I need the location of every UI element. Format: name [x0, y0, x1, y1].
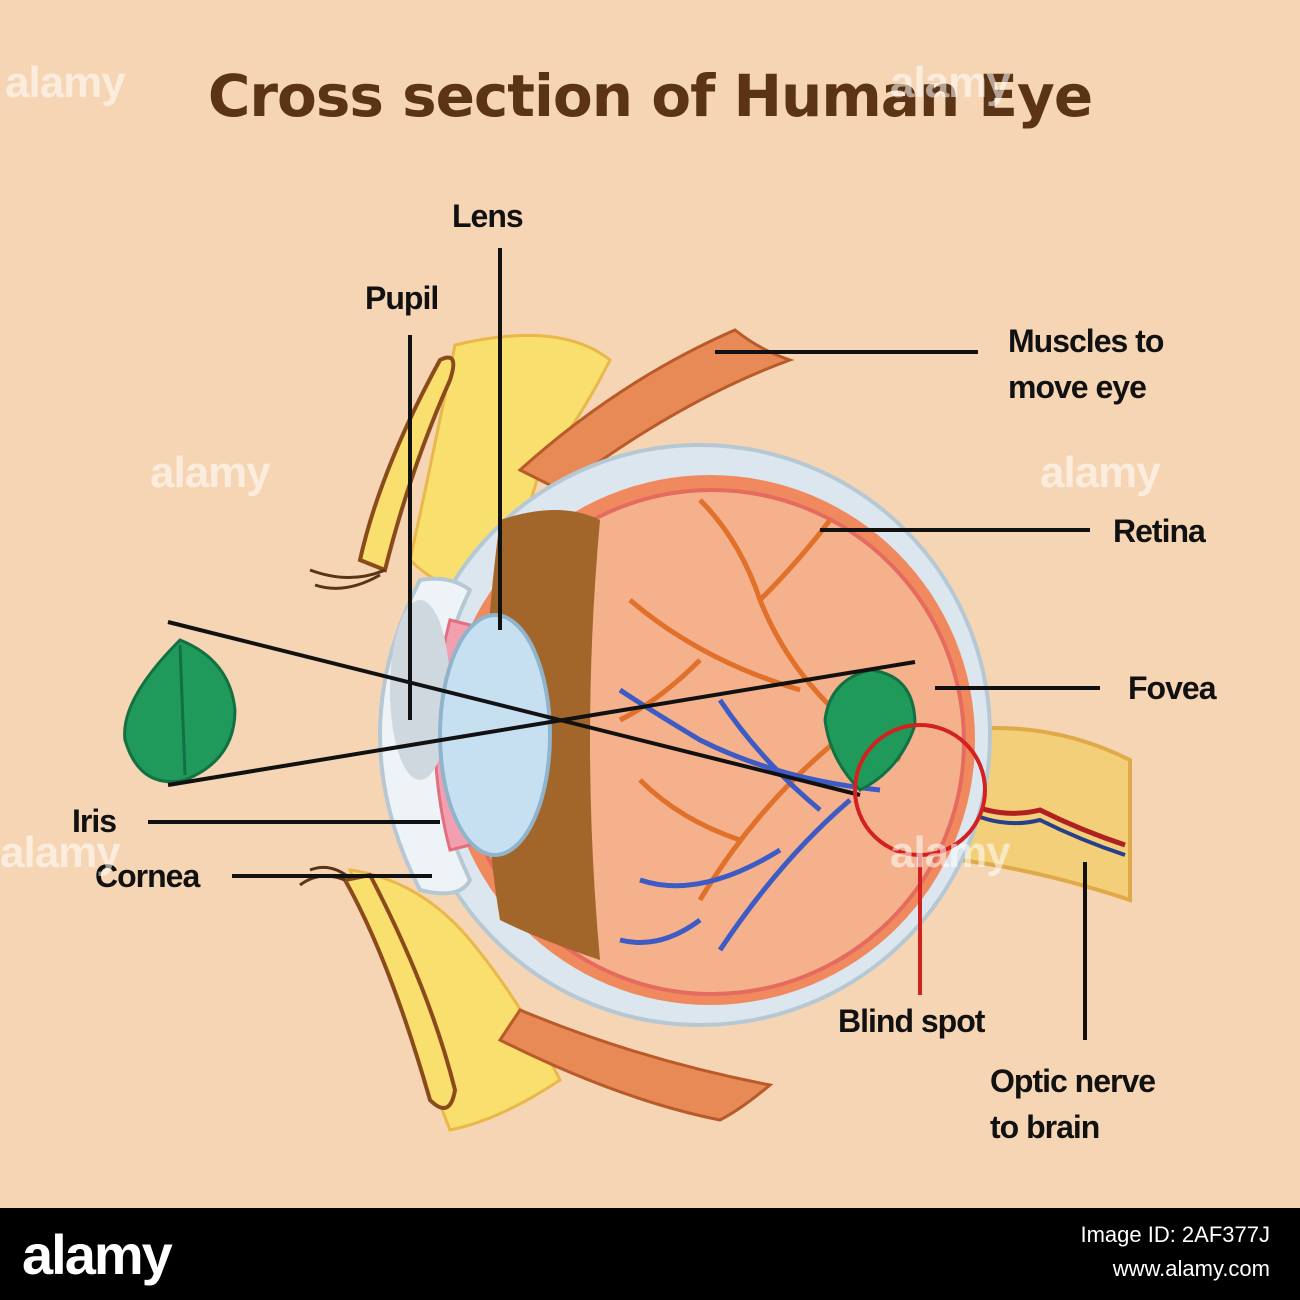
footer-site: www.alamy.com: [1112, 1256, 1270, 1281]
leaf-object: [123, 638, 237, 784]
diagram-title: Cross section of Human Eye: [207, 62, 1093, 130]
label-optic-line1: Optic nerve: [990, 1063, 1156, 1099]
label-lens: Lens: [452, 198, 524, 234]
label-pupil: Pupil: [365, 280, 439, 316]
label-cornea: Cornea: [95, 858, 200, 894]
footer-logo: alamy: [22, 1223, 173, 1286]
footer-bar: alamy Image ID: 2AF377J www.alamy.com: [0, 1208, 1300, 1300]
light-ray-1: [167, 620, 861, 797]
label-muscles-line2: move eye: [1008, 369, 1147, 405]
watermark: alamy: [890, 828, 1011, 877]
upper-eyelash: [309, 568, 386, 590]
lens: [438, 613, 552, 857]
watermark: alamy: [890, 58, 1011, 107]
label-muscles-line1: Muscles to: [1008, 323, 1164, 359]
label-iris: Iris: [72, 803, 117, 839]
watermark: alamy: [5, 58, 126, 107]
watermark: alamy: [150, 448, 271, 497]
label-retina: Retina: [1113, 513, 1206, 549]
upper-eyelid: [357, 355, 456, 573]
watermark: alamy: [0, 828, 121, 877]
label-blind-spot: Blind spot: [838, 1003, 985, 1039]
lower-muscle: [497, 1008, 774, 1122]
pupil: [390, 600, 450, 780]
veins: [618, 687, 881, 952]
footer-image-id: Image ID: 2AF377J: [1080, 1222, 1270, 1247]
label-optic-line2: to brain: [990, 1109, 1100, 1145]
upper-muscle: [517, 328, 795, 492]
leader-lines: [148, 248, 1100, 1040]
label-fovea: Fovea: [1128, 670, 1216, 706]
watermark: alamy: [1040, 448, 1161, 497]
light-ray-2: [167, 660, 916, 787]
lower-eyelid: [341, 872, 458, 1110]
